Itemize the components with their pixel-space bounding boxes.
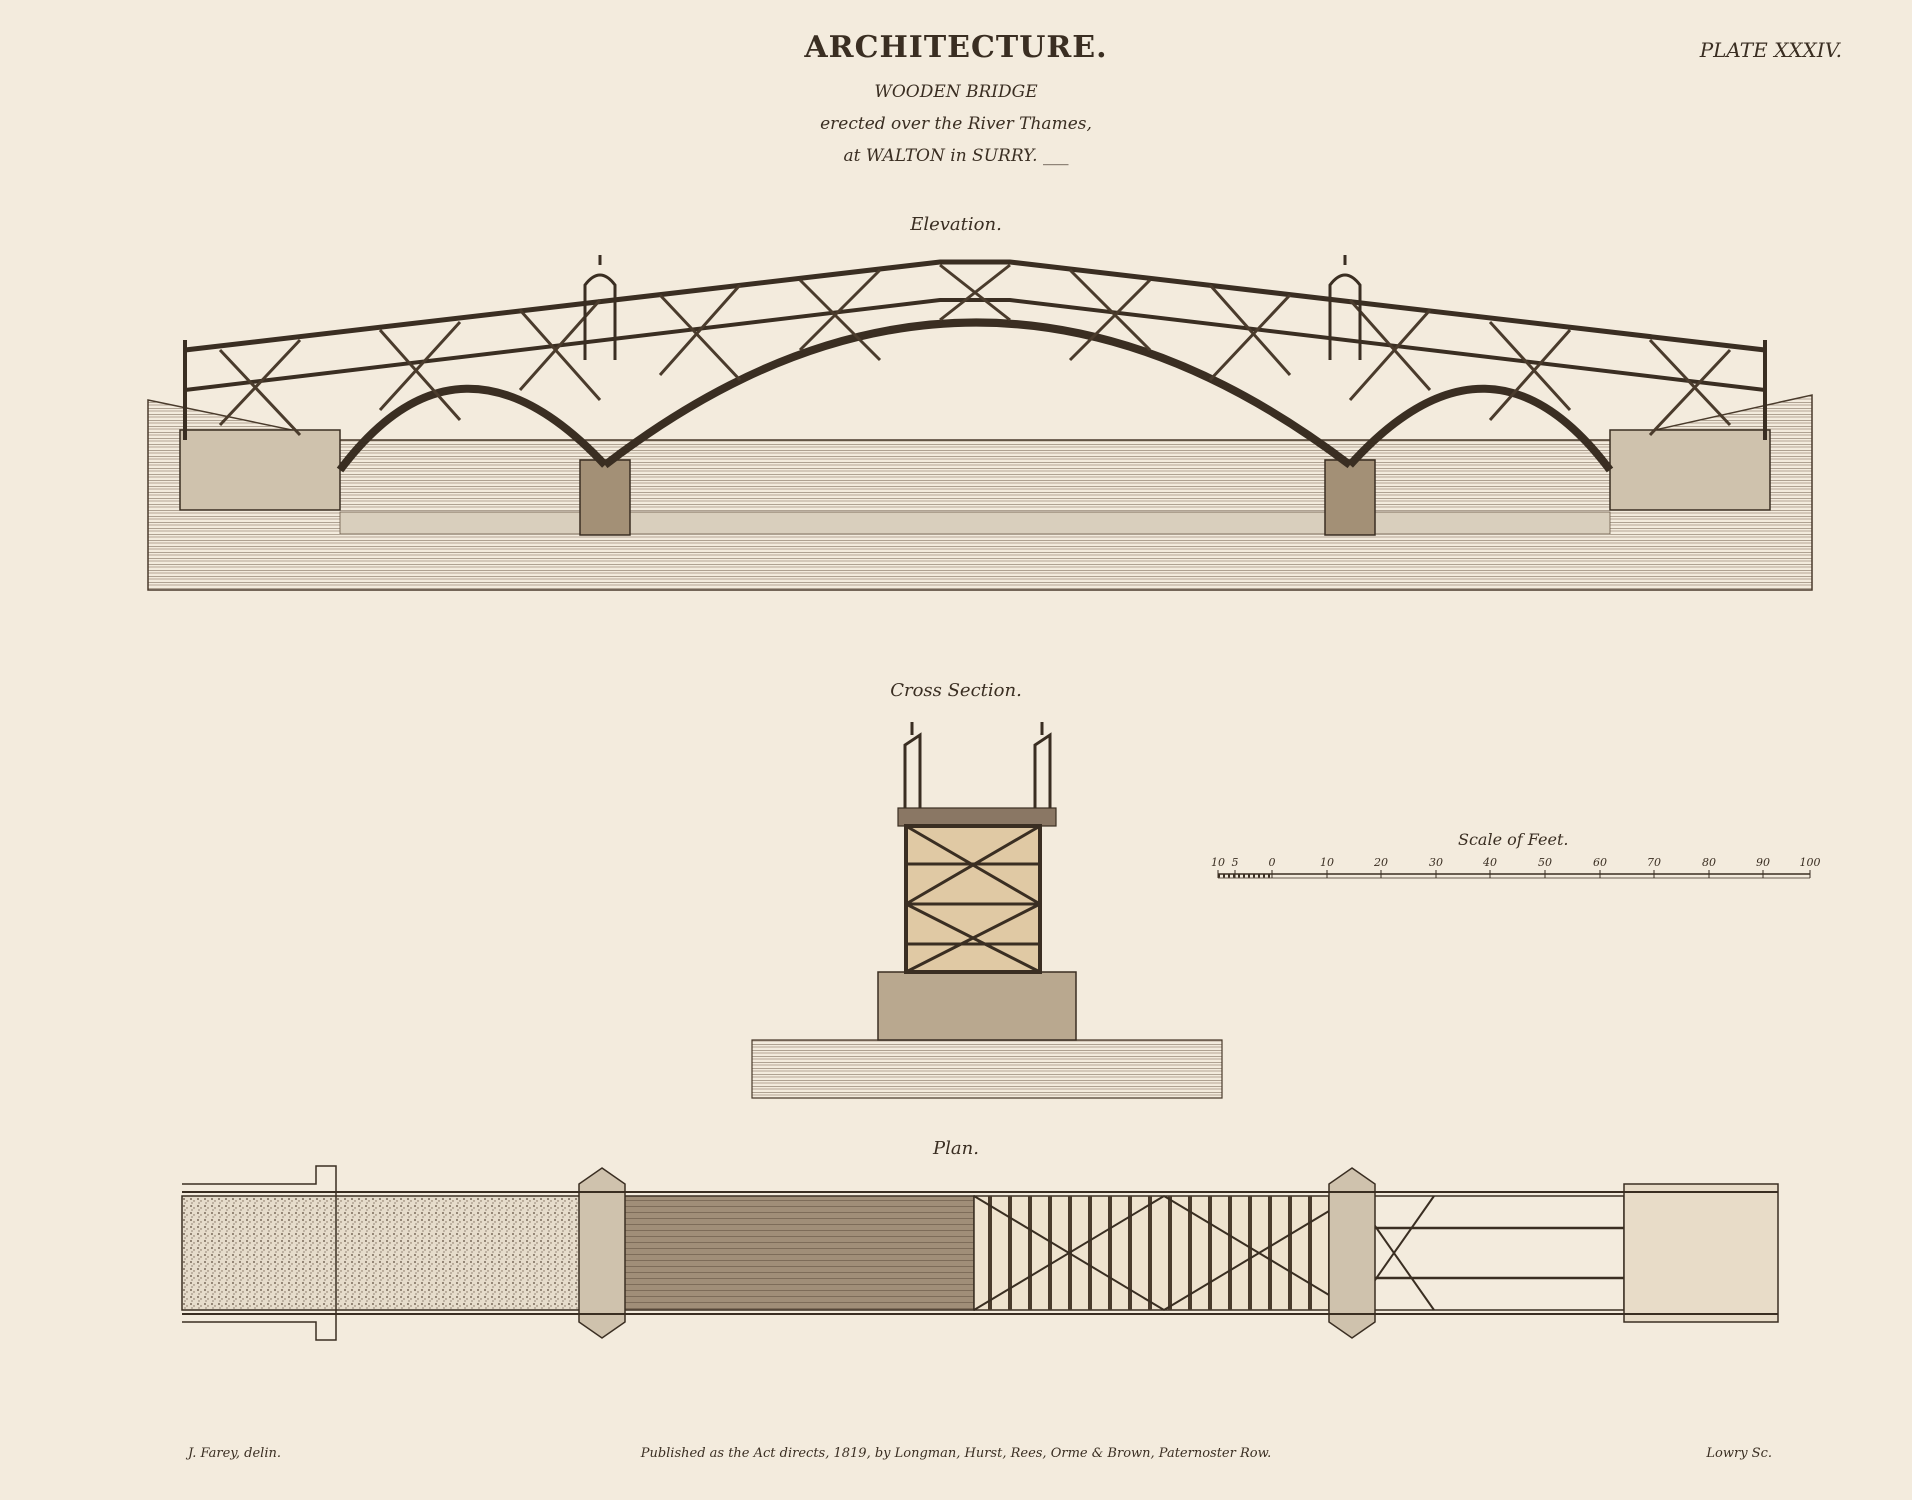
publisher-imprint: Published as the Act directs, 1819, by L… <box>640 1446 1272 1461</box>
scale-tick-label: 10 <box>1320 856 1334 869</box>
left-abutment <box>179 429 341 511</box>
cross-section-lanterns <box>903 722 1052 808</box>
cross-section-pier-base <box>877 971 1077 1041</box>
cross-section-deck <box>897 807 1057 827</box>
scale-tick-label: 20 <box>1373 856 1388 869</box>
cross-section-frame <box>904 824 1042 974</box>
scale-tick-label: 30 <box>1429 856 1443 869</box>
left-lantern <box>583 255 617 360</box>
center-arch <box>602 318 1353 469</box>
plan-right-pier <box>1328 1167 1376 1339</box>
left-pier <box>579 459 631 536</box>
subtitle-line-2: erected over the River Thames, <box>820 114 1092 134</box>
cross-section-bracing <box>905 824 1041 974</box>
scale-label: Scale of Feet. <box>1458 830 1569 849</box>
plan-drawing <box>181 1165 1779 1341</box>
cross-section-caption: Cross Section. <box>890 680 1022 701</box>
scale-tick-label: 90 <box>1756 856 1770 869</box>
scale-tick-label: 50 <box>1538 856 1552 869</box>
cross-section-ground <box>751 1039 1223 1099</box>
left-arch <box>336 384 608 473</box>
elevation-water <box>339 511 1611 535</box>
end-posts <box>183 340 1767 440</box>
draughtsman-credit: J. Farey, delin. <box>188 1446 281 1461</box>
scale-tick-label: 40 <box>1482 856 1497 869</box>
plan-diagonal-bracing <box>973 1195 1435 1311</box>
scale-tick-label: 100 <box>1800 856 1821 869</box>
right-arch <box>1347 384 1614 473</box>
plan-left-pier <box>578 1167 626 1339</box>
plan-planked-deck <box>601 1195 975 1311</box>
cross-section-drawing <box>751 722 1223 1099</box>
deck-top-rail <box>184 259 1766 353</box>
plan-right-approach <box>1623 1183 1779 1323</box>
engraver-credit: Lowry Sc. <box>1706 1446 1772 1461</box>
plate-title: ARCHITECTURE. <box>804 30 1108 65</box>
scale-tick-label: 5 <box>1232 856 1239 869</box>
scale-tick-label: 80 <box>1702 856 1716 869</box>
right-abutment <box>1609 429 1771 511</box>
elevation-drawing <box>147 255 1813 591</box>
plate-number: PLATE XXXIV. <box>1699 38 1842 62</box>
plan-caption: Plan. <box>933 1138 979 1159</box>
right-lantern <box>1328 255 1362 360</box>
right-pier <box>1324 459 1376 536</box>
subtitle-line-3: at WALTON in SURRY. ___ <box>843 146 1069 166</box>
scale-tick-label: 70 <box>1647 856 1661 869</box>
subtitle-line-1: WOODEN BRIDGE <box>874 82 1038 102</box>
scale-tick-label: 10 <box>1211 856 1225 869</box>
plan-left-abutment <box>182 1165 337 1341</box>
truss-lattice <box>218 263 1732 437</box>
scale-tick-label: 0 <box>1269 856 1276 869</box>
deck-lower-rail <box>184 298 1766 392</box>
elevation-caption: Elevation. <box>910 214 1002 235</box>
plan-gravel-approach <box>181 1195 603 1311</box>
scale-tick-label: 60 <box>1593 856 1607 869</box>
